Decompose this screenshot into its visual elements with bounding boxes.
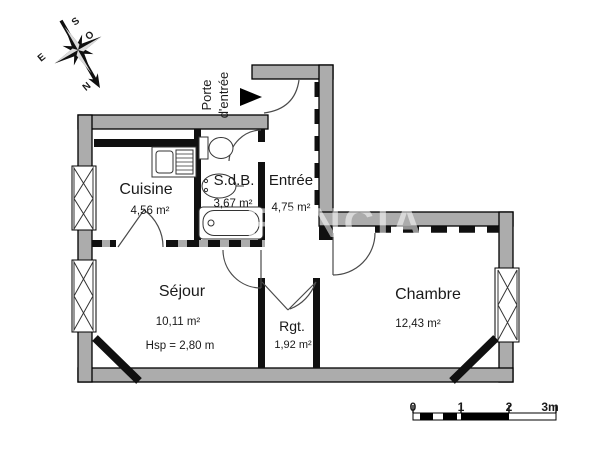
partition-walls [92, 82, 499, 247]
wall-chambre-top [318, 211, 514, 227]
room-label-entree: Entrée [268, 172, 314, 189]
room-area-chambre: 12,43 m² [395, 318, 441, 330]
toilet-icon [198, 136, 234, 160]
diagonal-sejour [92, 335, 142, 384]
door-arc-chambre [332, 232, 376, 276]
room-area-entree: 4,75 m² [271, 202, 311, 214]
window-sejour-icon [71, 259, 97, 333]
bathtub-icon [198, 206, 264, 240]
scale-tick-0: 0 [409, 400, 417, 414]
wall-chambre-jamb [319, 226, 333, 240]
room-area-cuisine: 4,56 m² [130, 205, 170, 217]
door-arc-sdb [228, 129, 262, 162]
room-ceiling-sejour: Hsp = 2,80 m [145, 340, 215, 352]
entrance-door-label-line1: Porte [199, 79, 214, 111]
windows [71, 165, 520, 343]
washbasin-icon [201, 173, 244, 199]
wall-sdb-jamb [258, 129, 265, 142]
wall-rgt-right [313, 278, 320, 368]
room-area-sdb: 3,67 m² [213, 198, 253, 210]
kitchen-sink-icon [151, 146, 197, 178]
wall-sdb-right [258, 162, 265, 247]
room-label-sdb: S.d.B. [213, 172, 255, 189]
entrance-door-label: Porte d'entrée [198, 65, 232, 125]
room-label-sejour: Séjour [158, 283, 206, 300]
room-label-rgt: Rgt. [279, 318, 305, 334]
outer-walls [77, 64, 514, 383]
diagonal-walls [92, 335, 499, 384]
interior-walls [94, 129, 333, 368]
window-chambre-icon [494, 267, 520, 343]
doors [117, 79, 376, 311]
wall-rgt-left [258, 278, 265, 368]
entrance-door-label-line2: d'entrée [216, 71, 231, 119]
wall-kitchen-sdb [194, 129, 201, 247]
window-kitchen-icon [71, 165, 97, 231]
door-arc-entrance [263, 79, 300, 114]
kitchen-counter-wall [94, 139, 194, 147]
fixtures [151, 136, 264, 240]
door-arc-kitchen [117, 209, 164, 248]
diagonal-chambre [449, 335, 499, 384]
room-area-sejour: 10,11 m² [155, 316, 201, 328]
room-label-cuisine: Cuisine [119, 181, 173, 198]
compass-rose-icon [54, 19, 102, 89]
room-area-rgt: 1,92 m² [274, 339, 312, 351]
entrance-arrow-icon [240, 88, 262, 106]
scale-tick-2: 2 [505, 400, 513, 414]
door-rgt [261, 281, 317, 311]
scale-bar [412, 405, 557, 421]
scale-tick-3m: 3m [541, 400, 559, 414]
scale-tick-1: 1 [457, 400, 465, 414]
wall-bottom [77, 367, 514, 383]
room-label-chambre: Chambre [395, 286, 461, 303]
wall-top-kitchen [77, 114, 269, 130]
door-arc-sejour [222, 249, 262, 289]
wall-left [77, 114, 93, 383]
wall-entree-right [318, 64, 334, 227]
